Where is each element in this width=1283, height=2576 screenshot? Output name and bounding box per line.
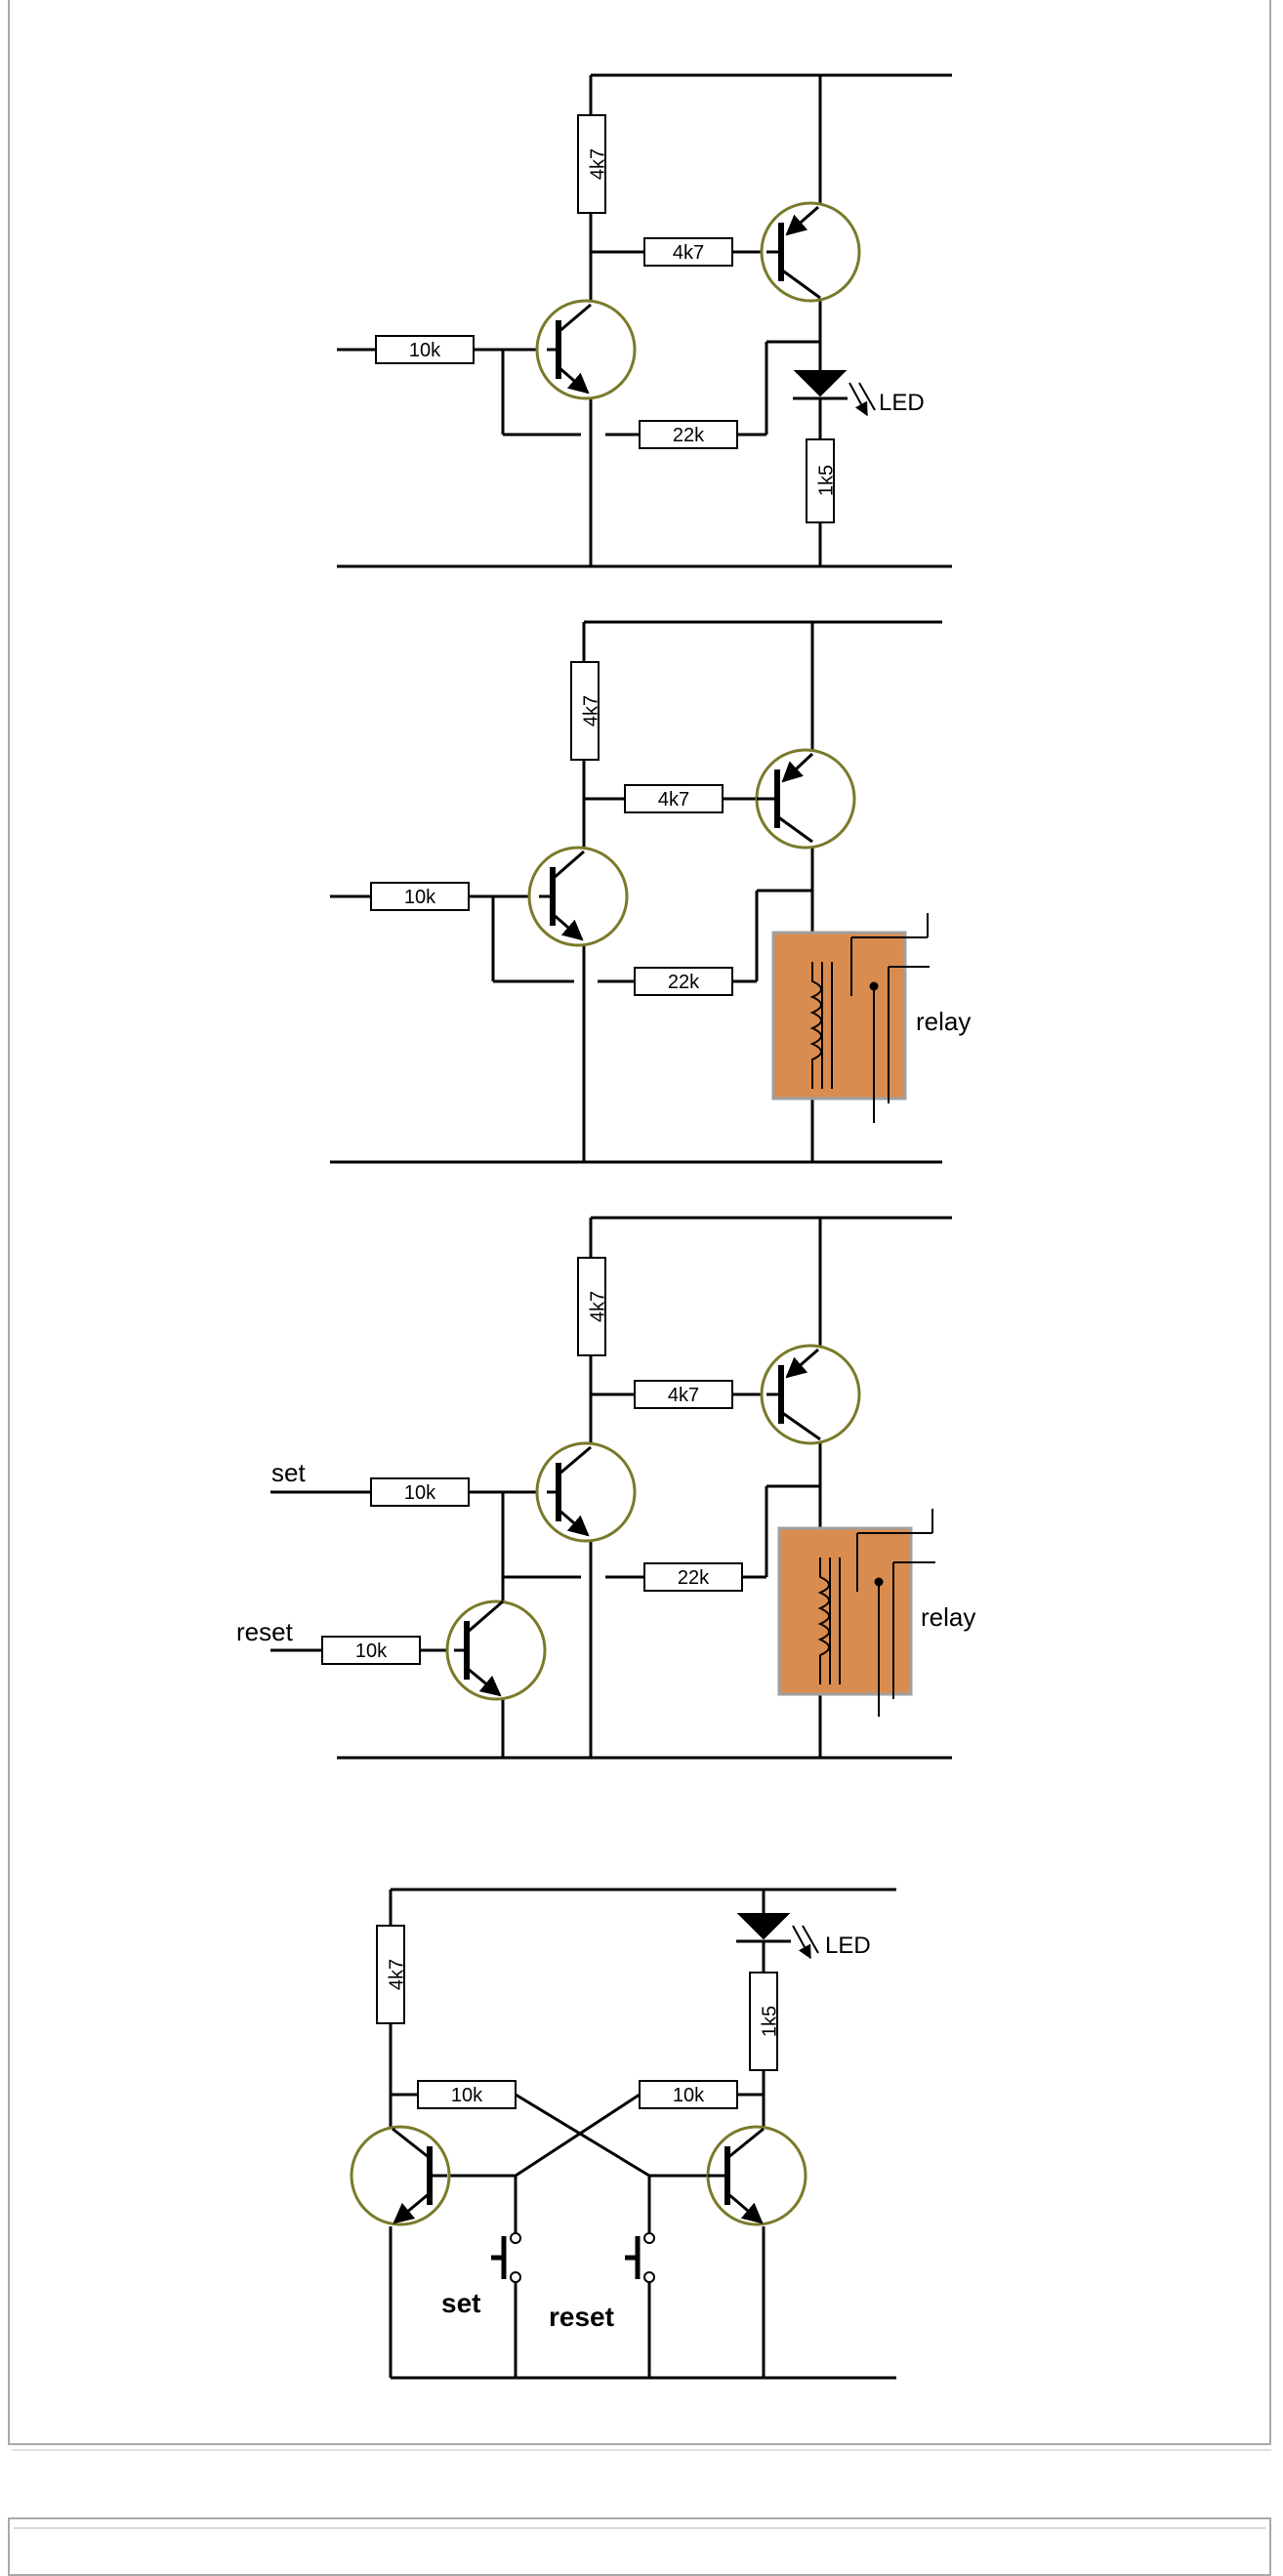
label-r-top: 4k7	[580, 695, 601, 727]
resistor-4k7-top	[577, 114, 606, 214]
circuit-bistable-flipflop	[350, 1888, 896, 2380]
resistor-4k7-top	[570, 661, 600, 761]
push-button-reset[interactable]	[625, 2232, 655, 2283]
npn-transistor-left	[350, 2125, 451, 2226]
resistor-22k-feedback	[639, 420, 738, 449]
frame-shadow	[12, 2449, 1271, 2451]
led-diode	[736, 1913, 791, 1940]
label-reset: reset	[549, 2302, 614, 2332]
label-r-cross-right: 10k	[673, 2085, 705, 2106]
led-diode	[793, 370, 848, 397]
resistor-1k5	[806, 438, 835, 523]
resistor-10k-set	[370, 1477, 470, 1507]
resistor-10k-cross-left	[417, 2080, 517, 2109]
label-r-set: 10k	[404, 1482, 436, 1504]
circuit-latch-relay	[270, 1216, 952, 1760]
label-r-cross-left: 10k	[451, 2085, 483, 2106]
label-r-top: 4k7	[587, 148, 608, 180]
resistor-4k7-bias	[634, 1380, 733, 1409]
circuit-led-switch	[337, 73, 952, 568]
label-r-reset: 10k	[355, 1641, 388, 1662]
resistor-10k-input	[370, 882, 470, 911]
resistor-4k7-left	[376, 1925, 405, 2024]
label-relay: relay	[916, 1007, 971, 1036]
label-led: LED	[825, 1932, 871, 1959]
resistor-4k7-bias	[643, 237, 733, 267]
label-r-feedback: 22k	[678, 1567, 710, 1589]
label-r-led: 1k5	[815, 465, 837, 496]
label-relay: relay	[921, 1602, 975, 1632]
resistor-10k-input	[375, 335, 475, 364]
resistor-10k-cross-right	[639, 2080, 738, 2109]
resistor-4k7-top	[577, 1257, 606, 1356]
label-r-left: 4k7	[386, 1959, 407, 1990]
label-r-input: 10k	[404, 887, 436, 908]
label-reset: reset	[236, 1617, 294, 1646]
label-led: LED	[879, 390, 925, 416]
label-r-input: 10k	[409, 340, 441, 361]
resistor-22k-feedback	[643, 1562, 743, 1592]
relay-body	[777, 1526, 913, 1696]
npn-transistor-reset	[445, 1600, 547, 1701]
label-set: set	[441, 2288, 480, 2318]
label-r-top: 4k7	[587, 1291, 608, 1322]
label-r-bias: 4k7	[658, 789, 689, 810]
label-r-bias: 4k7	[673, 242, 704, 264]
push-button-set[interactable]	[491, 2232, 521, 2283]
next-frame-inner-line	[14, 2527, 1265, 2529]
resistor-22k-feedback	[634, 967, 733, 996]
resistor-10k-reset	[321, 1636, 421, 1665]
diagram-frame	[8, 0, 1271, 2445]
label-set: set	[271, 1458, 306, 1487]
label-r-led: 1k5	[759, 2006, 780, 2037]
label-r-feedback: 22k	[668, 972, 700, 993]
resistor-1k5	[749, 1972, 778, 2071]
label-r-bias: 4k7	[668, 1385, 699, 1406]
relay-body	[771, 931, 907, 1101]
label-r-feedback: 22k	[673, 425, 705, 446]
circuit-relay-switch	[330, 620, 942, 1164]
resistor-4k7-bias	[624, 784, 724, 813]
